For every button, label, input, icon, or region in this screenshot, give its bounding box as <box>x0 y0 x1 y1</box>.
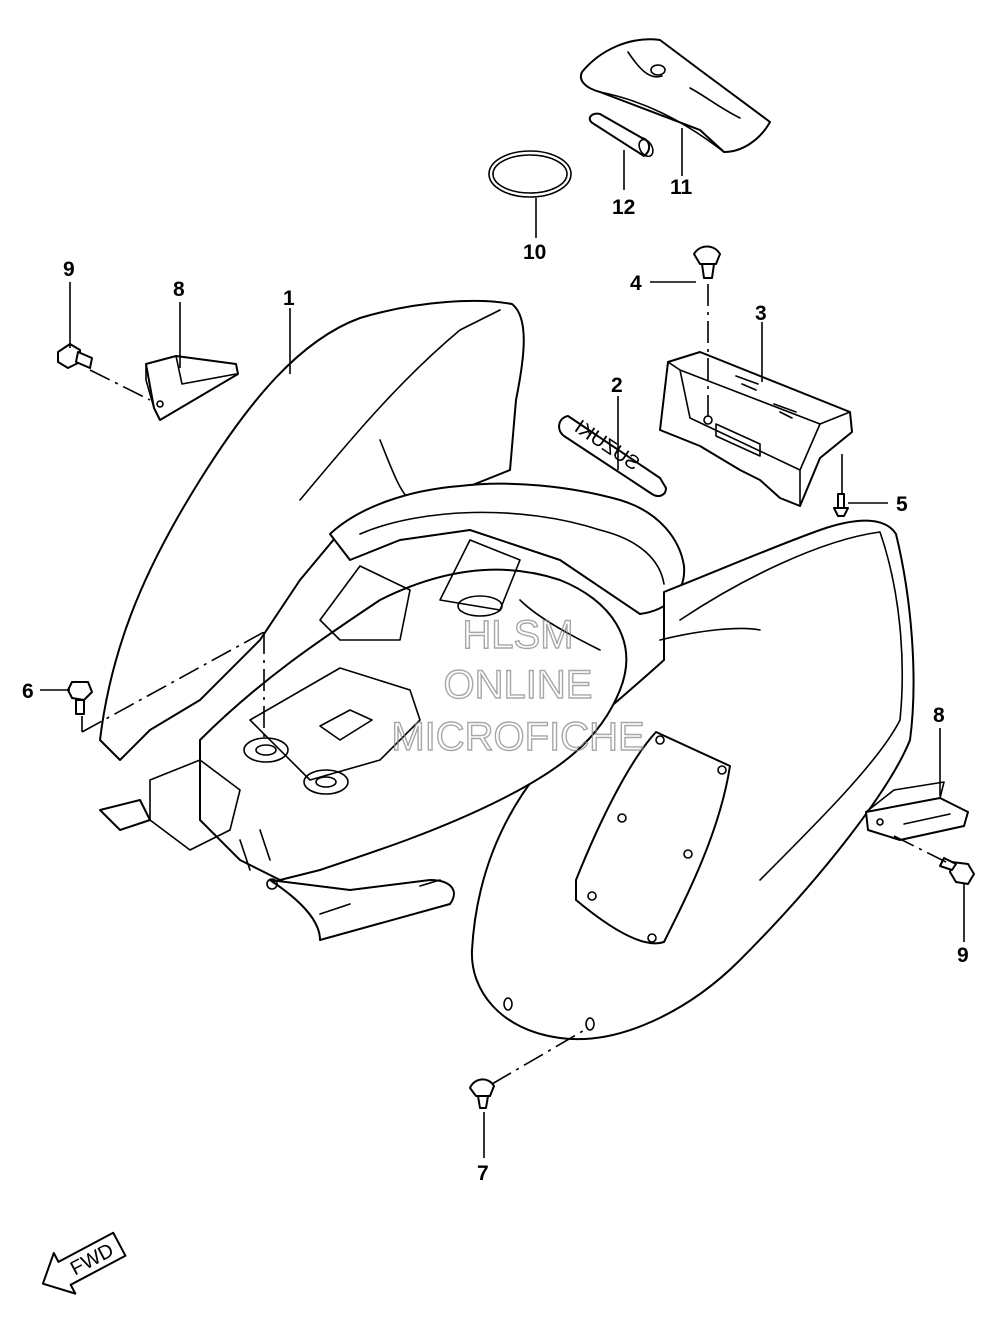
callout-12: 12 <box>612 196 635 219</box>
watermark: HLSM ONLINE MICROFICHE <box>391 612 646 759</box>
leader-lines <box>40 128 965 1158</box>
callout-11: 11 <box>670 176 693 199</box>
callout-8-left: 8 <box>173 278 185 301</box>
callout-9-right: 9 <box>957 944 969 967</box>
part-8-bracket-left <box>145 355 239 421</box>
part-1-rear-fender <box>99 299 915 1041</box>
callout-8-right: 8 <box>933 704 945 727</box>
watermark-line-2: ONLINE <box>444 663 593 707</box>
part-8-bracket-right <box>865 781 969 841</box>
part-12-tube <box>588 112 654 158</box>
callout-10: 10 <box>523 241 546 264</box>
callout-7: 7 <box>477 1162 489 1185</box>
part-6-bolt <box>67 681 93 715</box>
watermark-line-1: HLSM <box>462 613 573 657</box>
part-9-bolt-left <box>57 343 93 369</box>
callout-labels: 1 2 3 4 5 6 7 8 8 9 9 10 11 12 <box>22 176 969 1185</box>
part-10-o-ring <box>488 150 572 198</box>
part-7-clip <box>469 1078 495 1109</box>
part-5-screw <box>833 493 849 517</box>
callout-4: 4 <box>630 272 642 295</box>
part-9-bolt-right <box>939 857 975 885</box>
part-4-clip <box>693 245 721 279</box>
callout-1: 1 <box>283 287 295 310</box>
callout-6: 6 <box>22 680 34 703</box>
callout-3: 3 <box>755 302 767 325</box>
callout-2: 2 <box>611 374 623 397</box>
dashed-assembly-lines <box>81 284 947 1085</box>
watermark-line-3: MICROFICHE <box>391 715 644 759</box>
callout-5: 5 <box>896 493 908 516</box>
fwd-arrow-icon: FWD <box>41 1231 127 1295</box>
callout-9-left: 9 <box>63 258 75 281</box>
part-3-tray <box>659 351 853 507</box>
part-2-emblem: SUZUKI <box>558 415 667 497</box>
part-11-pouch <box>580 38 771 153</box>
